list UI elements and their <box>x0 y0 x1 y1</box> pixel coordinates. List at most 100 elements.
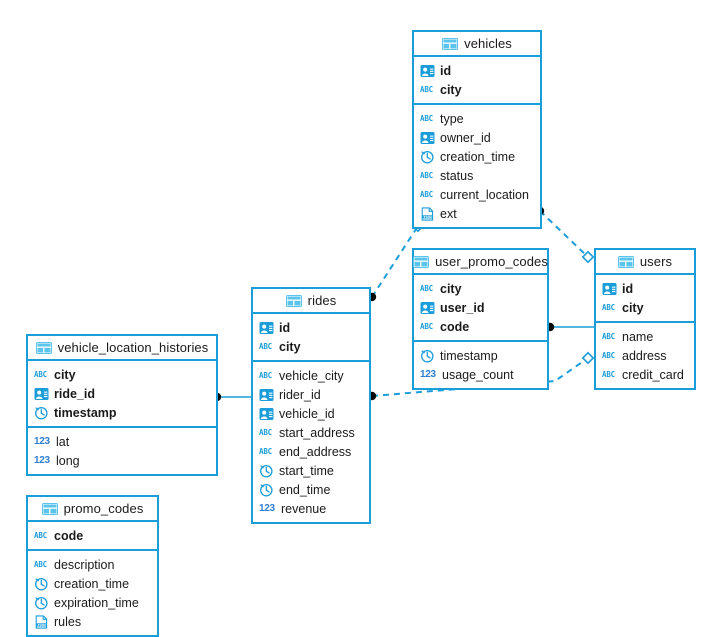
field-name: rules <box>54 614 82 629</box>
entity-header-vehicle_location_histories[interactable]: vehicle_location_histories <box>28 336 216 361</box>
field-name: ext <box>440 206 457 221</box>
field-name: credit_card <box>622 367 684 382</box>
field-name: city <box>440 281 462 296</box>
field-row[interactable]: ABC city <box>414 279 547 298</box>
field-name: vehicle_id <box>279 406 335 421</box>
field-row[interactable]: vehicle_id <box>253 404 369 423</box>
field-row[interactable]: ABC description <box>28 555 157 574</box>
entity-header-user_promo_codes[interactable]: user_promo_codes <box>413 250 548 275</box>
field-row[interactable]: JSON rules <box>28 612 157 631</box>
field-row[interactable]: 123 usage_count <box>414 365 547 384</box>
field-name: id <box>440 63 452 78</box>
field-row[interactable]: ABC start_address <box>253 423 369 442</box>
relationship-vehicle_location_histories-to-rides[interactable] <box>212 392 251 402</box>
field-row[interactable]: creation_time <box>414 147 540 166</box>
entity-title: promo_codes <box>63 501 144 516</box>
field-row[interactable]: owner_id <box>414 128 540 147</box>
field-row[interactable]: ABC end_address <box>253 442 369 461</box>
abc-text-icon: ABC <box>420 113 433 123</box>
attribute-section-promo_codes: ABC description creation_time expiration_… <box>28 551 157 635</box>
field-name: start_time <box>279 463 334 478</box>
field-row[interactable]: id <box>253 318 369 337</box>
field-name: id <box>622 281 634 296</box>
field-name: usage_count <box>442 367 514 382</box>
field-row[interactable]: user_id <box>414 298 547 317</box>
123-number-icon: 123 <box>259 502 275 514</box>
field-row[interactable]: timestamp <box>414 346 547 365</box>
field-name: vehicle_city <box>279 368 344 383</box>
field-row[interactable]: expiration_time <box>28 593 157 612</box>
field-row[interactable]: ride_id <box>28 384 216 403</box>
clock-time-icon <box>420 150 435 164</box>
field-name: description <box>54 557 115 572</box>
field-name: status <box>440 168 474 183</box>
abc-text-icon: ABC <box>259 427 272 437</box>
field-name: ride_id <box>54 386 95 401</box>
entity-title: vehicle_location_histories <box>57 340 209 355</box>
abc-text-icon: ABC <box>259 446 272 456</box>
relationship-user_promo_codes-to-users[interactable] <box>545 322 594 332</box>
entity-title: users <box>639 254 673 269</box>
entity-header-rides[interactable]: rides <box>253 289 369 314</box>
abc-text-icon: ABC <box>34 559 47 569</box>
field-name: start_address <box>279 425 355 440</box>
abc-text-icon: ABC <box>259 341 272 351</box>
abc-text-icon: ABC <box>34 369 47 379</box>
abc-text-icon: ABC <box>420 189 433 199</box>
field-row[interactable]: JSON ext <box>414 204 540 223</box>
field-name: end_address <box>279 444 352 459</box>
svg-text:JSON: JSON <box>37 623 46 627</box>
entity-header-users[interactable]: users <box>596 250 694 275</box>
field-row[interactable]: start_time <box>253 461 369 480</box>
abc-text-icon: ABC <box>420 283 433 293</box>
table-icon <box>285 294 302 307</box>
field-row[interactable]: end_time <box>253 480 369 499</box>
123-number-icon: 123 <box>420 368 436 380</box>
key-id-icon <box>259 407 274 421</box>
field-row[interactable]: id <box>596 279 694 298</box>
entity-header-promo_codes[interactable]: promo_codes <box>28 497 157 522</box>
field-row[interactable]: rider_id <box>253 385 369 404</box>
key-id-icon <box>259 388 274 402</box>
field-row[interactable]: creation_time <box>28 574 157 593</box>
field-row[interactable]: id <box>414 61 540 80</box>
clock-time-icon <box>34 406 49 420</box>
entity-header-vehicles[interactable]: vehicles <box>414 32 540 57</box>
json-document-icon: JSON <box>420 206 435 221</box>
123-number-icon: 123 <box>34 454 50 466</box>
field-row[interactable]: timestamp <box>28 403 216 422</box>
field-name: end_time <box>279 482 331 497</box>
clock-time-icon <box>34 577 49 591</box>
field-name: city <box>622 300 644 315</box>
field-name: lat <box>56 434 70 449</box>
key-id-icon <box>34 387 49 401</box>
